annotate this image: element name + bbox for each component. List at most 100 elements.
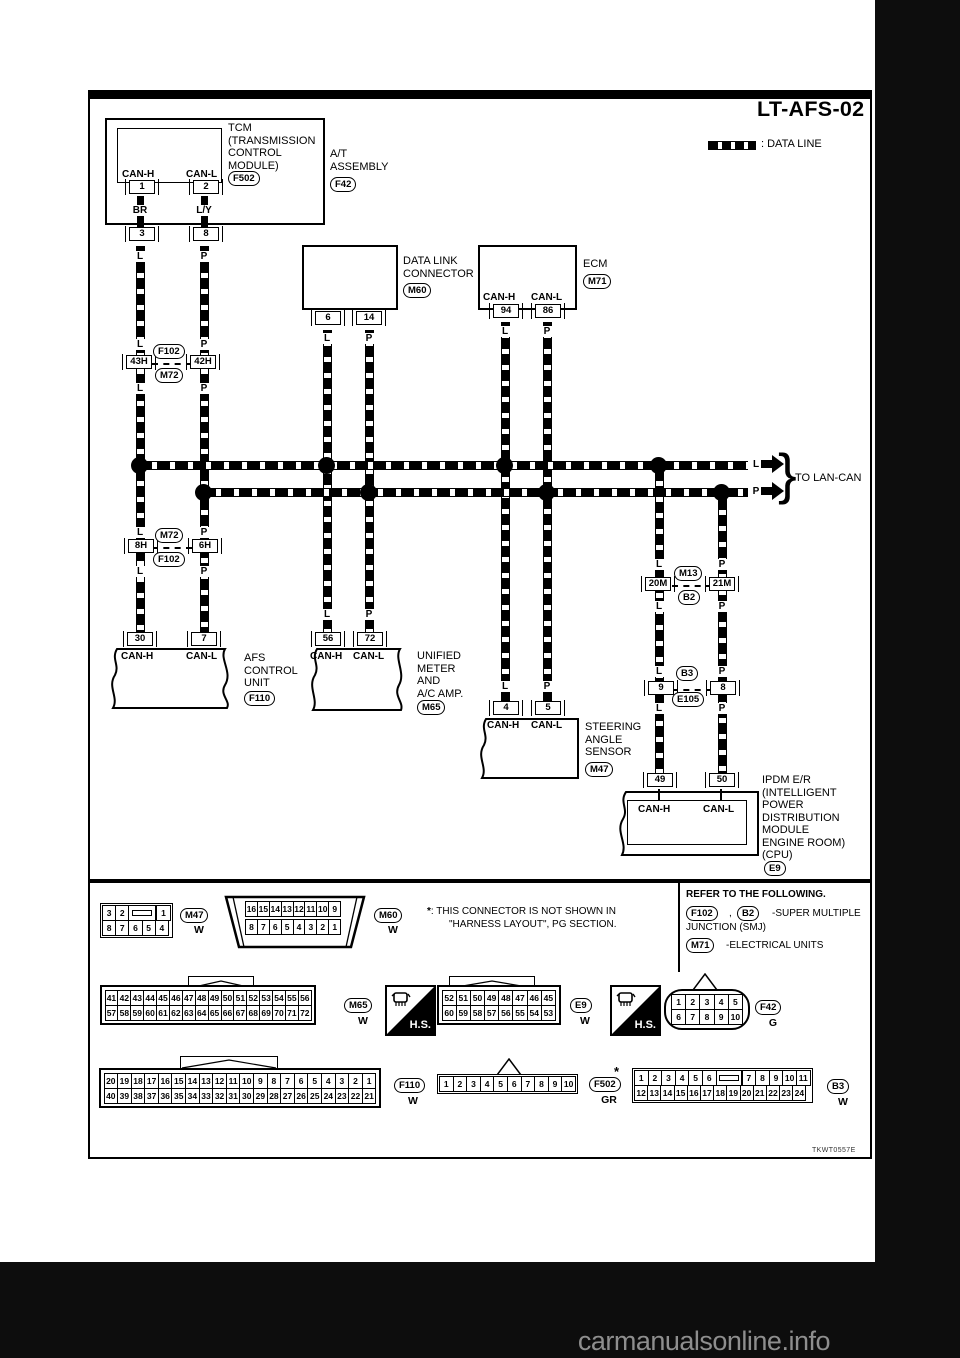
pin-cell: 6 — [701, 1070, 717, 1086]
page-title: LT-AFS-02 — [757, 97, 865, 121]
afs-label-1: AFS — [244, 652, 266, 664]
pin-cell: 56 — [297, 989, 312, 1006]
wire-label: L — [132, 383, 148, 394]
afs-label-2: CONTROL — [244, 664, 298, 677]
wire-label: L — [497, 681, 513, 692]
ipdm-label-2: (INTELLIGENT — [762, 786, 837, 799]
pin-cell: 51 — [455, 989, 471, 1006]
wire-label: P — [714, 703, 730, 714]
um-can-l: CAN-L — [353, 651, 385, 662]
pin-cell: 70 — [272, 1004, 286, 1021]
pin-cell: 8 — [534, 1076, 549, 1092]
pin-cell: 60 — [143, 1004, 158, 1021]
pinout-f110-color: W — [408, 1095, 418, 1107]
dlc-pin-can-l: 14 — [352, 310, 386, 326]
pin-cell: 61 — [156, 1004, 170, 1021]
um-pin-can-l: 72 — [353, 631, 387, 647]
smj-ref-top: F102 — [153, 344, 185, 359]
pin-cell: 21 — [361, 1087, 377, 1104]
pin-cell: 36 — [157, 1087, 173, 1104]
um-label-3: AND — [417, 675, 441, 687]
refer-title: REFER TO THE FOLLOWING. — [686, 889, 826, 900]
ecm-can-l: CAN-L — [531, 292, 563, 303]
smj-ref-top: M72 — [155, 528, 184, 543]
pin-cell: 5 — [688, 1070, 703, 1086]
assembly-connector-ref: F42 — [330, 177, 357, 192]
pin-cell: 2 — [685, 994, 701, 1010]
pin-cell: 63 — [181, 1004, 196, 1021]
pin-cell: 47 — [512, 989, 528, 1006]
pin-cell: 13 — [647, 1085, 662, 1101]
wire-label: P — [196, 566, 212, 577]
pin-cell: 12 — [212, 1072, 227, 1089]
sas-label-1: STEERING — [585, 721, 642, 733]
pinout-f42-ref: F42 — [755, 1000, 782, 1015]
refer-b2-ref: B2 — [737, 906, 760, 921]
smj-conn-a: 9 — [644, 680, 678, 696]
sas-pin-can-h: 4 — [489, 700, 523, 716]
pinout-f42-color: G — [768, 1017, 778, 1029]
can-l-line-ecm — [501, 322, 510, 702]
smj-conn-b: 21M — [705, 576, 739, 592]
ipdm-pin-can-h: 49 — [643, 772, 677, 788]
pin-cell: 17 — [144, 1072, 159, 1089]
pin-cell: 72 — [297, 1004, 312, 1021]
pin-cell: 2 — [348, 1072, 363, 1089]
pin-cell: 58 — [117, 1004, 132, 1021]
ipdm-label-6: ENGINE ROOM) — [762, 836, 846, 849]
smj-ref-bot: M72 — [155, 368, 184, 383]
pin-cell: 13 — [280, 901, 294, 917]
wire-label: L — [132, 339, 148, 350]
pin-cell: 18 — [130, 1072, 146, 1089]
pin-cell: 33 — [198, 1087, 214, 1104]
pin-cell: 48 — [194, 989, 209, 1006]
pin-cell: 68 — [246, 1004, 261, 1021]
ecm-can-h: CAN-H — [483, 292, 516, 303]
tcm-out-pin-l: 8 — [189, 226, 223, 242]
can-p-line-ecm — [543, 322, 552, 702]
pin-cell: 49 — [484, 989, 500, 1006]
pin-cell: 4 — [674, 1070, 690, 1086]
pin-cell: 22 — [765, 1085, 781, 1101]
pin-cell: 39 — [117, 1087, 132, 1104]
can-l-line-tcm — [136, 246, 145, 461]
smj-conn-a: 43H — [122, 354, 156, 370]
diagram-frame — [88, 90, 872, 1159]
afs-can-l: CAN-L — [186, 651, 218, 662]
wire-label: P — [361, 609, 377, 620]
pin-cell: 22 — [348, 1087, 363, 1104]
ipdm-can-l: CAN-L — [703, 804, 735, 815]
um-label-2: METER — [417, 662, 456, 675]
bus-l-label: L — [748, 459, 764, 470]
pin-cell: 55 — [284, 989, 299, 1006]
can-l-line-dlc — [323, 330, 332, 633]
smj-dash — [152, 547, 192, 549]
pin-cell: 48 — [498, 989, 514, 1006]
wire-label: P — [539, 681, 555, 692]
afs-connector-ref: F110 — [244, 691, 276, 706]
pinout-m65-ref: M65 — [344, 998, 373, 1013]
pin-cell: 46 — [526, 989, 542, 1006]
pin-cell: 35 — [171, 1087, 187, 1104]
pinout-m47-color: W — [194, 924, 204, 936]
pin-cell: 62 — [168, 1004, 183, 1021]
dlc-connector-ref: M60 — [403, 283, 432, 298]
pin-cell: 3 — [661, 1070, 676, 1086]
wire-label: P — [714, 559, 730, 570]
pin-cell: 6 — [671, 1009, 687, 1025]
afs-box — [111, 648, 229, 709]
wire-label: P — [196, 527, 212, 538]
pin-cell: 2 — [647, 1070, 663, 1086]
note-line-1: : THIS CONNECTOR IS NOT SHOWN IN — [430, 906, 616, 917]
pin-cell: 14 — [185, 1072, 200, 1089]
tcm-label-1: TCM — [228, 122, 252, 134]
can-l-line-right — [655, 470, 664, 775]
smj-ref-bot: B2 — [678, 590, 701, 605]
pin-cell: 7 — [685, 1009, 701, 1025]
refer-smj-2: JUNCTION (SMJ) — [686, 922, 766, 933]
hs-hand-icon — [616, 992, 636, 1006]
ipdm-cpu-box — [627, 800, 747, 845]
